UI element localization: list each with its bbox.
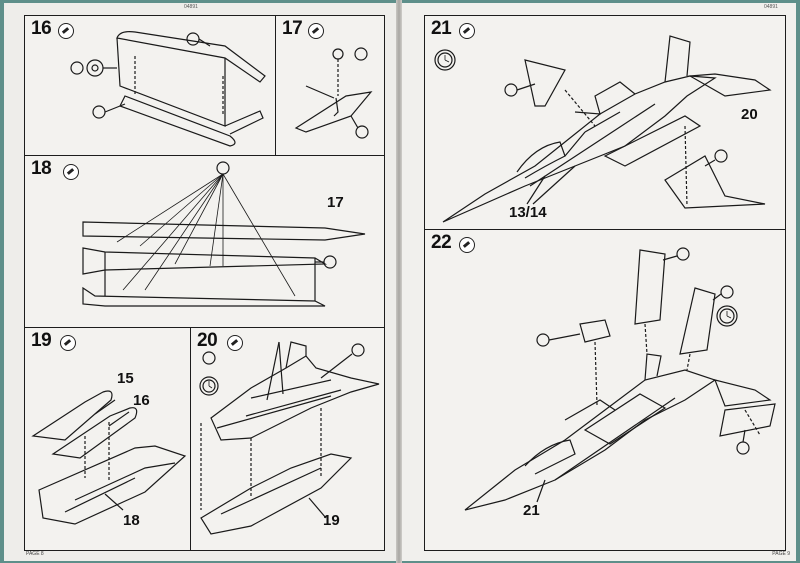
step-19-drawing: [31, 390, 187, 525]
part-callout-21: 21: [523, 502, 540, 519]
step-19-panel: 19 15 16 18: [24, 327, 192, 551]
step-number: 22: [431, 232, 452, 253]
glue-icon: [308, 23, 324, 39]
step-18-panel: 18 17: [24, 155, 385, 329]
glue-icon: [60, 335, 76, 351]
step-20-panel: 20 19: [190, 327, 385, 551]
step-22-drawing: [464, 247, 776, 511]
step-number: 18: [31, 158, 52, 179]
step-18-drawing: [82, 161, 366, 307]
step-21-drawing: [434, 35, 772, 223]
glue-icon: [58, 23, 74, 39]
glue-icon: [459, 23, 475, 39]
right-page: 04891 21 20 13/14: [402, 3, 796, 561]
left-page: 04891 16 17: [4, 3, 396, 561]
page-code: 04891: [184, 4, 198, 10]
part-callout-13-14: 13/14: [509, 204, 547, 221]
page-code: 04891: [764, 4, 778, 10]
glue-icon: [227, 335, 243, 351]
step-number: 21: [431, 18, 452, 39]
step-20-drawing: [199, 341, 380, 535]
page-label: PAGE 8: [26, 551, 44, 557]
part-callout-19: 19: [323, 512, 340, 529]
part-callout-16: 16: [133, 392, 150, 409]
part-callout-15: 15: [117, 370, 134, 387]
step-number: 16: [31, 18, 52, 39]
step-16-panel: 16: [24, 15, 278, 157]
glue-icon: [459, 237, 475, 253]
step-number: 20: [197, 330, 218, 351]
part-callout-18: 18: [123, 512, 140, 529]
page-label: PAGE 9: [772, 551, 790, 557]
step-17-drawing: [294, 47, 373, 139]
book-spine: [396, 0, 402, 563]
step-number: 19: [31, 330, 52, 351]
glue-icon: [63, 164, 79, 180]
step-number: 17: [282, 18, 303, 39]
part-callout-20: 20: [741, 106, 758, 123]
step-16-drawing: [70, 31, 266, 147]
step-21-panel: 21 20 13/14: [424, 15, 786, 231]
part-callout-17: 17: [327, 194, 344, 211]
step-17-panel: 17: [275, 15, 385, 157]
step-22-panel: 22 21: [424, 229, 786, 551]
